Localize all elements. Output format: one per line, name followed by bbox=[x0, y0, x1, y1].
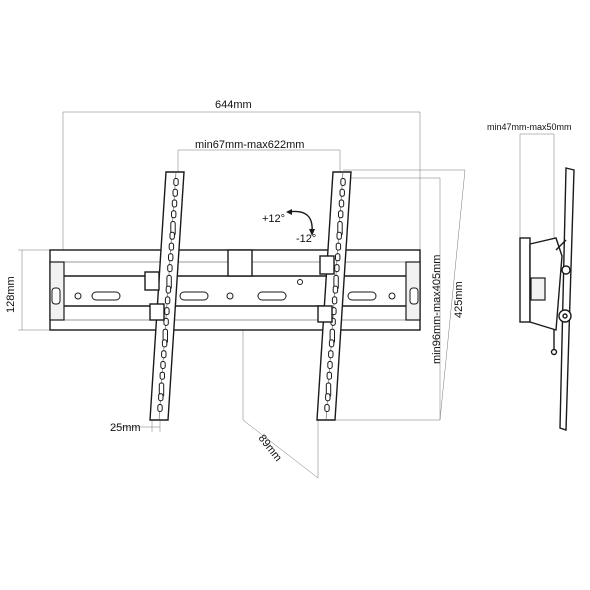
vertical-hole-range-label: min96mm-max405mm bbox=[431, 255, 443, 364]
side-view bbox=[519, 133, 575, 431]
left-arm-slot bbox=[168, 242, 175, 251]
right-arm-slot bbox=[331, 296, 338, 305]
left-arm-slot bbox=[172, 188, 178, 197]
arm-width-label: 25mm bbox=[110, 422, 141, 434]
right-arm-slot bbox=[334, 264, 340, 273]
left-arm-slot bbox=[173, 178, 179, 186]
tilt-arrow bbox=[286, 209, 315, 236]
left-arm-slot bbox=[158, 393, 164, 402]
overall-width-label: 644mm bbox=[215, 99, 252, 111]
arm-spacing-label: min67mm-max622mm bbox=[195, 139, 304, 151]
left-arm-slot bbox=[164, 296, 171, 305]
right-arm bbox=[316, 171, 352, 421]
left-arm-slot bbox=[171, 210, 177, 219]
left-arm-slot bbox=[169, 231, 175, 240]
left-arm-slot bbox=[165, 285, 172, 294]
left-arm-slot bbox=[167, 264, 173, 273]
left-arm-slot bbox=[161, 339, 168, 348]
left-arm-slot bbox=[157, 404, 163, 412]
left-arm-slot bbox=[160, 361, 166, 369]
right-arm-slot bbox=[326, 371, 333, 380]
left-arm-slot bbox=[159, 371, 166, 380]
left-arm-slot bbox=[163, 317, 169, 326]
left-arm-slot bbox=[168, 253, 174, 262]
right-arm-slot bbox=[325, 393, 331, 402]
right-arm-slot bbox=[328, 350, 334, 359]
wall-distance-label: min47mm-max50mm bbox=[487, 122, 572, 132]
right-arm-slot bbox=[336, 231, 342, 240]
tilt-down-label: -12° bbox=[296, 233, 316, 245]
right-arm-slot bbox=[340, 178, 346, 186]
arm-length-label: 425mm bbox=[453, 281, 465, 318]
right-arm-slot bbox=[338, 199, 345, 208]
left-arm-slot bbox=[171, 199, 178, 208]
right-arm-slot bbox=[328, 339, 335, 348]
height-label: 128mm bbox=[5, 276, 17, 313]
wall-plate bbox=[49, 249, 421, 331]
right-arm-slot bbox=[338, 210, 344, 219]
right-arm-slot bbox=[335, 242, 342, 251]
left-arm-slot bbox=[161, 350, 167, 359]
right-arm-slot bbox=[332, 285, 339, 294]
right-arm-slot bbox=[335, 253, 341, 262]
right-arm-slot bbox=[339, 188, 345, 197]
left-arm bbox=[144, 171, 185, 421]
left-arm-slot bbox=[164, 307, 170, 316]
tilt-up-label: +12° bbox=[262, 213, 285, 225]
right-arm-slot bbox=[324, 404, 330, 412]
right-arm-slot bbox=[327, 361, 333, 369]
